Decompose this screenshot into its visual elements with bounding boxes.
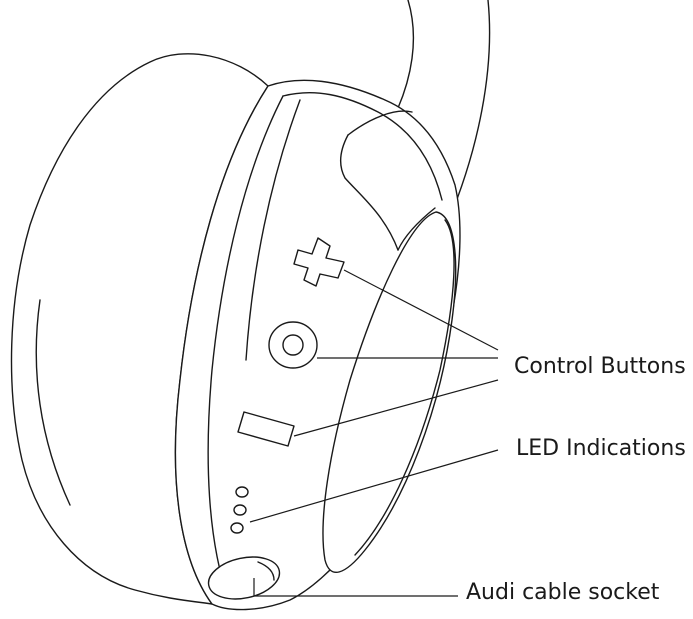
led-indications-label: LED Indications: [516, 436, 686, 461]
side-plate: [322, 211, 457, 573]
led-1: [235, 486, 249, 498]
plus-button[interactable]: [293, 237, 345, 287]
audio-cable-socket-label: Audi cable socket: [466, 580, 660, 605]
led-indicators: [230, 486, 249, 534]
leader-socket: [253, 578, 458, 597]
headband: [397, 0, 491, 223]
leader-plus: [343, 269, 499, 351]
minus-button[interactable]: [237, 411, 295, 447]
power-button[interactable]: [268, 321, 318, 369]
led-3: [230, 522, 244, 534]
leader-minus: [293, 379, 499, 437]
leader-lines: [249, 269, 499, 597]
audio-socket[interactable]: [205, 551, 284, 605]
control-buttons-label: Control Buttons: [514, 354, 686, 379]
led-2: [233, 504, 247, 516]
leader-led: [249, 449, 499, 523]
